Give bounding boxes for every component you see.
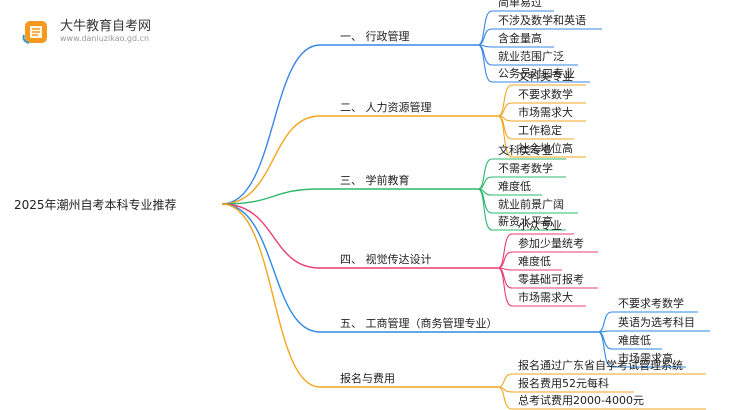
branch-label: 报名与费用 [340,372,395,385]
leaf-connector [597,331,613,350]
branch-connector [221,203,321,388]
leaf-label: 市场需求大 [518,106,573,119]
leaf-label: 英语为选考科目 [618,316,695,329]
branch-label: 四、 视觉传达设计 [340,253,432,266]
site-logo: 大牛教育自考网 www.daniuzikao.gd.cn [22,13,232,49]
branch-label: 一、 行政管理 [340,30,410,43]
logo-url: www.daniuzikao.gd.cn [60,34,150,43]
leaf-label: 薪资水平高 [498,215,553,228]
leaf-connector [497,251,513,269]
leaf-label: 不要求考数学 [618,297,684,310]
leaf-connector [477,28,493,46]
leaf-label: 简单易过 [498,0,542,9]
leaf-label: 报名费用52元每科 [518,377,609,390]
leaf-label: 社会地位高 [518,142,573,155]
leaf-connector [477,10,493,46]
branch-connector [221,115,321,205]
leaf-label: 报名通过广东省自学考试管理系统 [518,359,683,372]
branch-connector [221,188,321,205]
leaf-label: 市场需求大 [518,291,573,304]
leaf-connector [497,267,513,307]
root-topic: 2025年潮州自考本科专业推荐 [14,198,177,212]
leaf-label: 公务员对口专业 [498,67,575,80]
leaf-label: 总考试费用2000-4000元 [518,394,644,407]
leaf-connector [497,386,513,410]
leaf-label: 小众专业 [518,219,562,232]
leaf-connector [497,84,513,117]
leaf-label: 参加少量统考 [518,237,584,250]
leaf-label: 不涉及数学和英语 [498,14,586,27]
leaf-label: 不需考数学 [498,162,553,175]
leaf-label: 难度低 [618,334,651,347]
leaf-connector [497,115,513,158]
leaf-connector [497,233,513,269]
branch-label: 三、 学前教育 [340,174,410,187]
leaf-label: 就业前景广阔 [498,198,564,211]
leaf-connector [597,311,613,333]
leaf-connector [497,373,513,388]
leaf-label: 工作稳定 [518,124,562,137]
leaf-label: 零基础可报考 [518,273,584,286]
leaf-connector [477,158,493,190]
leaf-connector [597,331,613,368]
branch-label: 二、 人力资源管理 [340,101,432,114]
branch-connector [221,44,321,205]
leaf-connector [477,188,493,231]
leaf-label: 文科类专业 [518,70,573,83]
leaf-label: 难度低 [498,180,531,193]
leaf-label: 市场需求高 [618,352,673,365]
branch-connector [221,203,321,333]
leaf-label: 不要求数学 [518,88,573,101]
leaf-label: 含金量高 [498,32,542,45]
book-logo-icon [22,21,47,44]
logo-title: 大牛教育自考网 [60,19,152,34]
leaf-label: 难度低 [518,255,551,268]
leaf-connector [477,44,493,66]
branch-connector [221,203,321,269]
branch-label: 五、 工商管理（商务管理专业） [340,317,498,330]
leaf-label: 就业范围广泛 [498,50,564,63]
leaf-connector [497,267,513,289]
leaf-connector [477,44,493,83]
leaf-label: 文科类专业 [498,144,553,157]
